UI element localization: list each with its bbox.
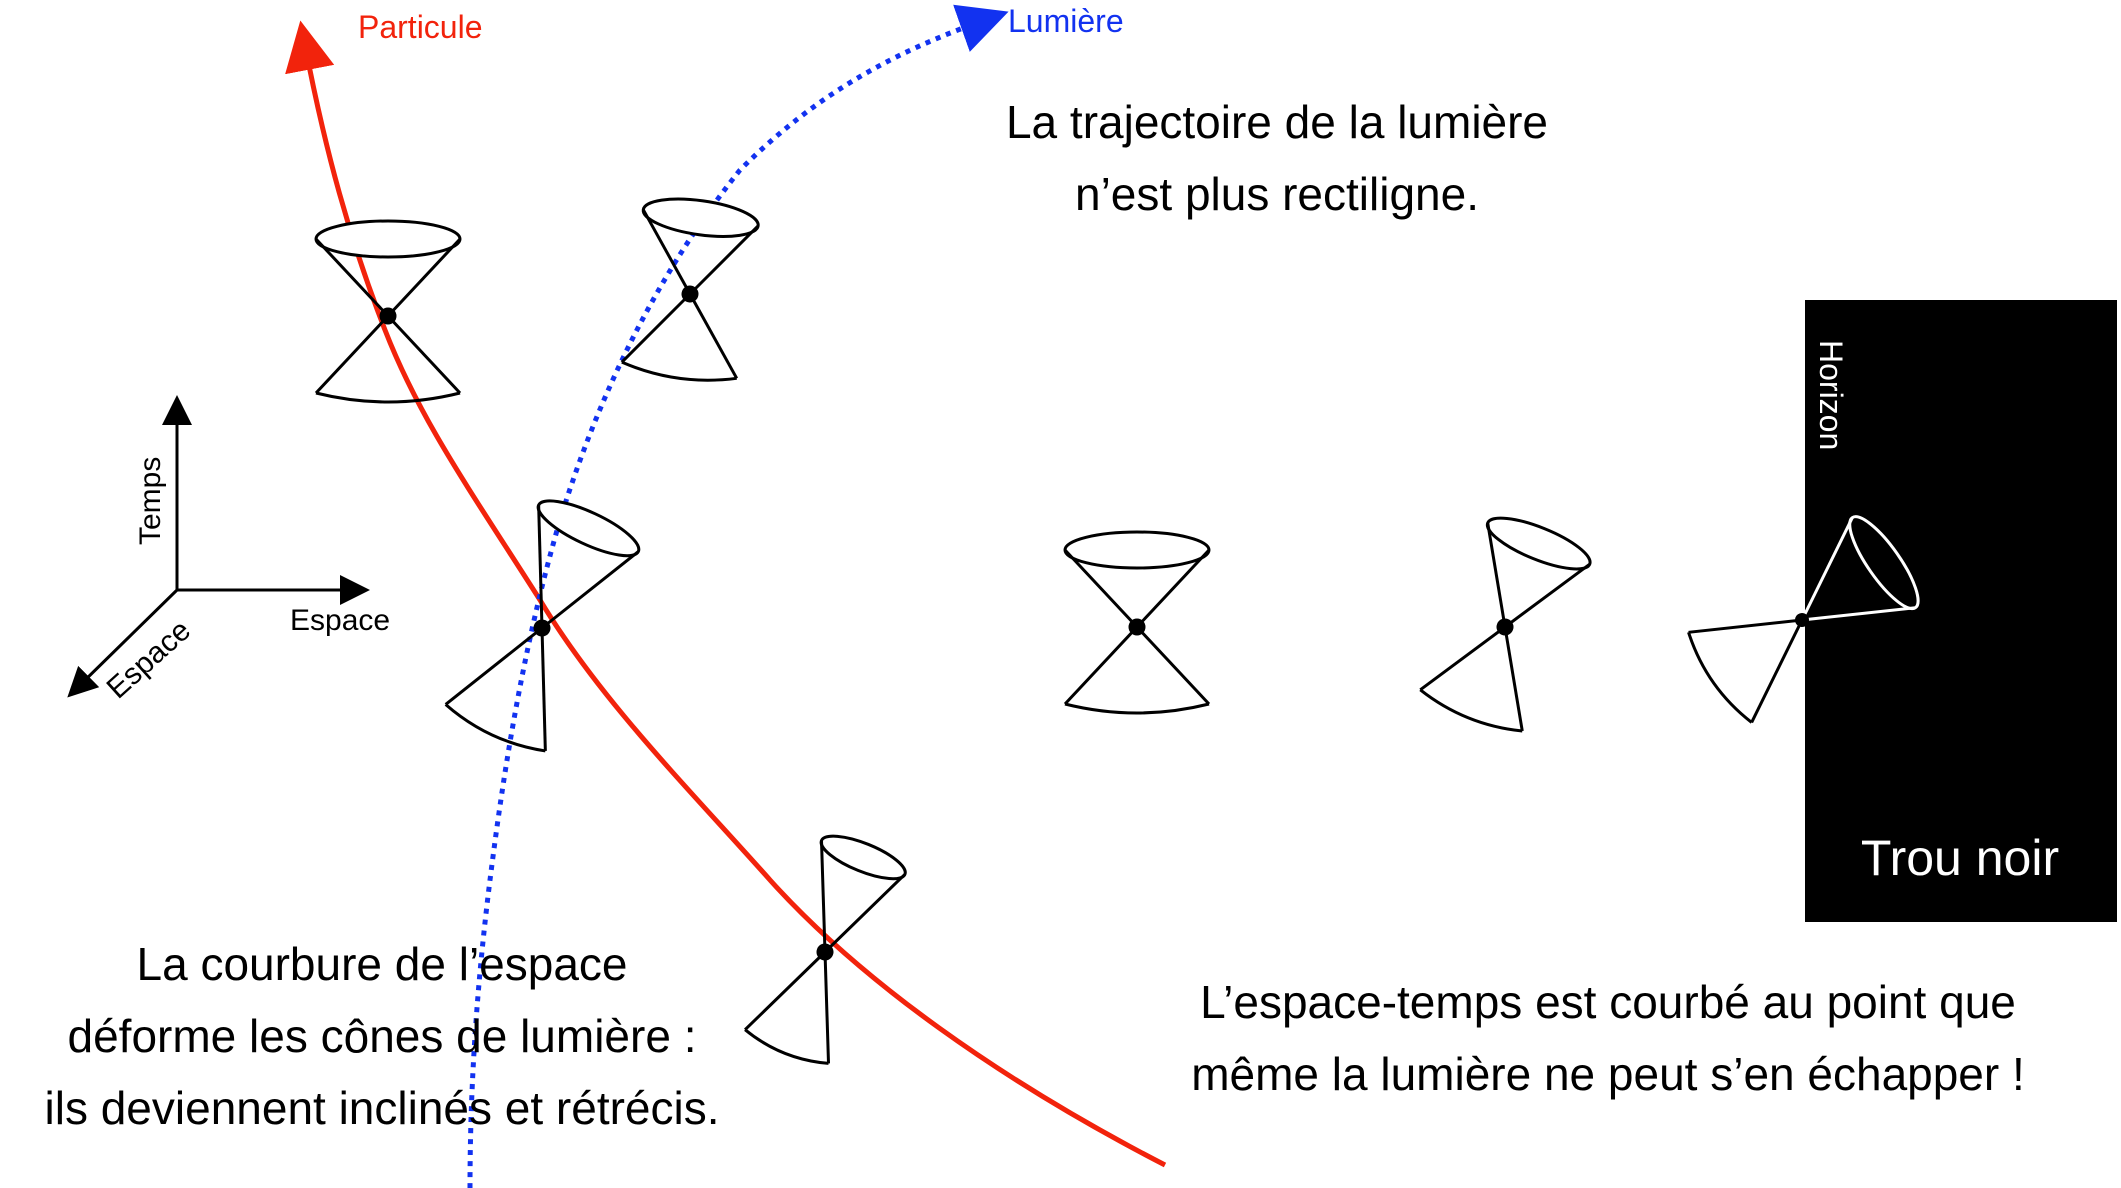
black-hole-label: Trou noir xyxy=(1861,830,2059,886)
light-label: Lumière xyxy=(1008,3,1124,39)
particle-worldline xyxy=(285,20,1167,1168)
particle-label: Particule xyxy=(358,9,483,45)
black-hole xyxy=(1805,300,2117,922)
caption-curvature-line-3: ils deviennent inclinés et rétrécis. xyxy=(45,1082,720,1134)
light-cone-2 xyxy=(620,197,760,382)
light-cone-1 xyxy=(314,219,462,404)
caption-light-line-1: La trajectoire de la lumière xyxy=(1006,96,1548,148)
light-cone-3 xyxy=(444,499,641,753)
light-cone-horizon xyxy=(1687,515,1920,724)
caption-light-line-2: n’est plus rectiligne. xyxy=(1075,168,1479,220)
caption-curvature-line-1: La courbure de l’espace xyxy=(137,938,628,990)
space-axis-right-label: Espace xyxy=(290,604,390,637)
caption-curvature-line-2: déforme les cônes de lumière : xyxy=(68,1010,697,1062)
time-axis-label: Temps xyxy=(134,457,167,545)
space-axis-diagonal xyxy=(67,588,179,698)
caption-spacetime: L’espace-temps est courbé au point que m… xyxy=(1191,976,2025,1100)
light-cone-4 xyxy=(744,834,907,1065)
light-cone-6 xyxy=(1419,516,1592,733)
axes xyxy=(67,395,370,698)
horizon-label: Horizon xyxy=(1813,340,1849,450)
space-axis-diagonal-label: Espace xyxy=(101,614,197,705)
light-cone-5 xyxy=(1063,530,1211,715)
caption-light: La trajectoire de la lumière n’est plus … xyxy=(1006,96,1548,220)
caption-curvature: La courbure de l’espace déforme les cône… xyxy=(45,938,720,1134)
caption-spacetime-line-1: L’espace-temps est courbé au point que xyxy=(1200,976,2016,1028)
caption-spacetime-line-2: même la lumière ne peut s’en échapper ! xyxy=(1191,1048,2025,1100)
